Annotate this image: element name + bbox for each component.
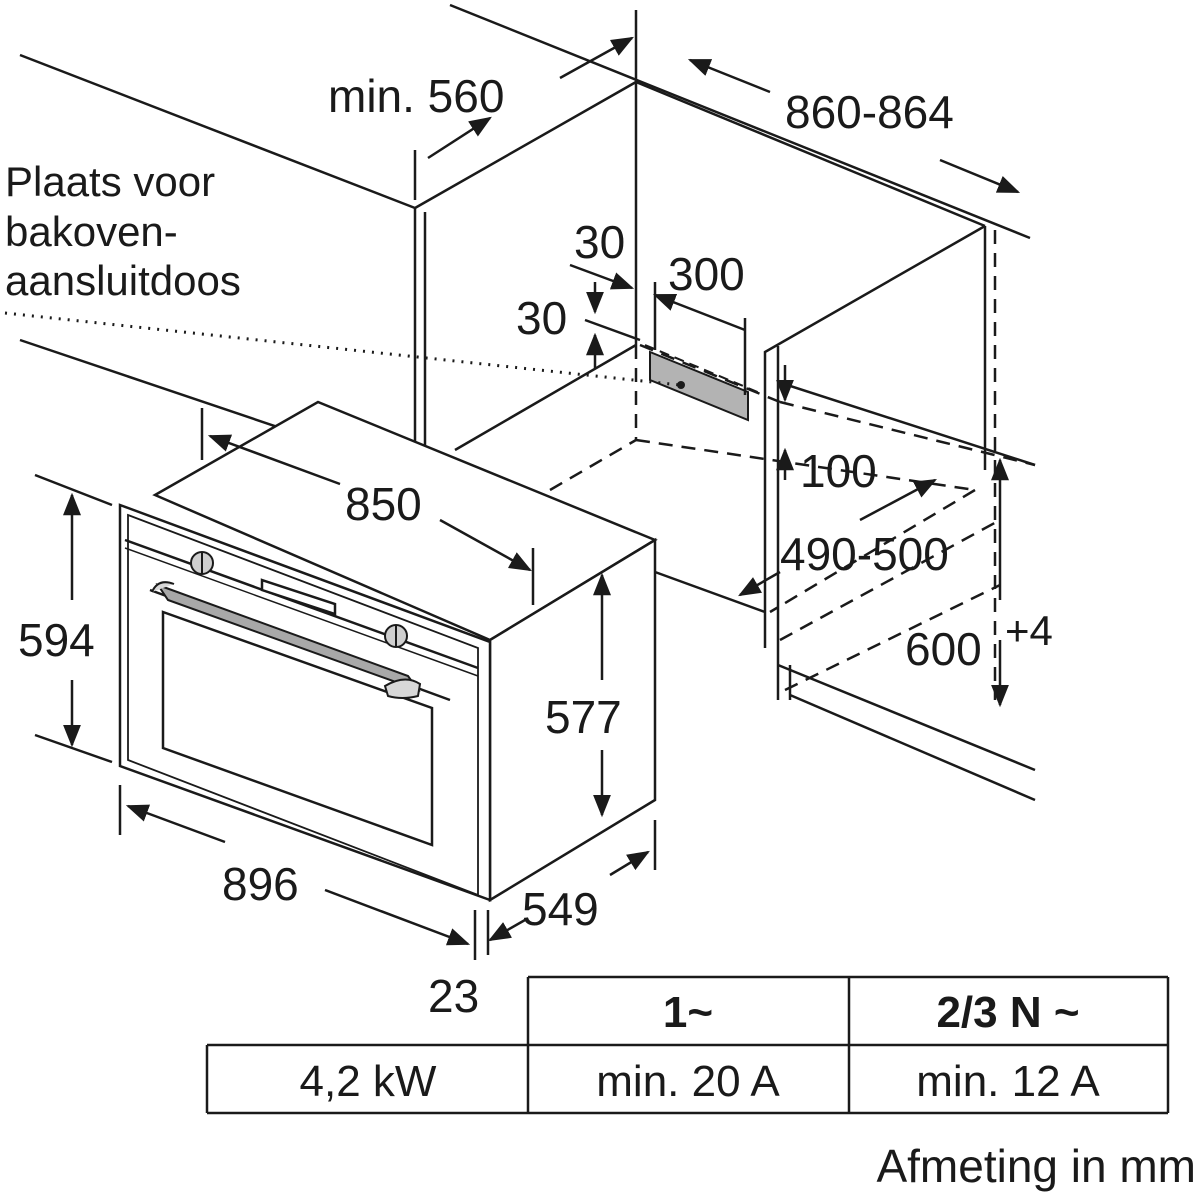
table-header-three-phase: 2/3 N ~ — [936, 988, 1079, 1037]
table-row-power: 4,2 kW — [300, 1057, 437, 1106]
label-gap-100: 100 — [800, 445, 877, 497]
label-socket-offset-top: 30 — [516, 292, 567, 344]
oven-handle — [151, 581, 422, 699]
label-niche-height: 600 — [905, 623, 982, 675]
table-cell-three-phase: min. 12 A — [916, 1057, 1100, 1106]
label-oven-front-width: 896 — [222, 858, 299, 910]
oven-knob-right — [384, 624, 408, 648]
label-oven-width-inner: 850 — [345, 478, 422, 530]
cabinet — [19, 3, 1036, 802]
label-cabinet-depth: min. 560 — [328, 70, 504, 122]
socket-note-line3: aansluitdoos — [5, 257, 241, 304]
units-note: Afmeting in mm — [876, 1140, 1196, 1192]
socket-note-line2: bakoven- — [5, 208, 178, 255]
dimension-lines — [34, 10, 1021, 960]
label-cabinet-width: 860-864 — [785, 86, 954, 138]
label-niche-height-tol: +4 — [1005, 607, 1053, 654]
label-socket-width: 300 — [668, 248, 745, 300]
table-cell-single-phase: min. 20 A — [596, 1057, 780, 1106]
label-oven-height: 594 — [18, 614, 95, 666]
electrical-table — [205, 975, 1170, 1115]
label-socket-offset-side: 30 — [574, 216, 625, 268]
label-oven-body-height: 577 — [545, 691, 622, 743]
socket-leader-line — [4, 311, 681, 387]
oven-knob-left — [190, 551, 214, 575]
socket-box — [644, 344, 761, 422]
socket-note-line1: Plaats voor — [5, 158, 215, 205]
label-niche-width: 490-500 — [780, 528, 949, 580]
label-oven-depth: 549 — [522, 883, 599, 935]
label-front-thickness: 23 — [428, 970, 479, 1022]
table-header-single-phase: 1~ — [663, 988, 713, 1037]
